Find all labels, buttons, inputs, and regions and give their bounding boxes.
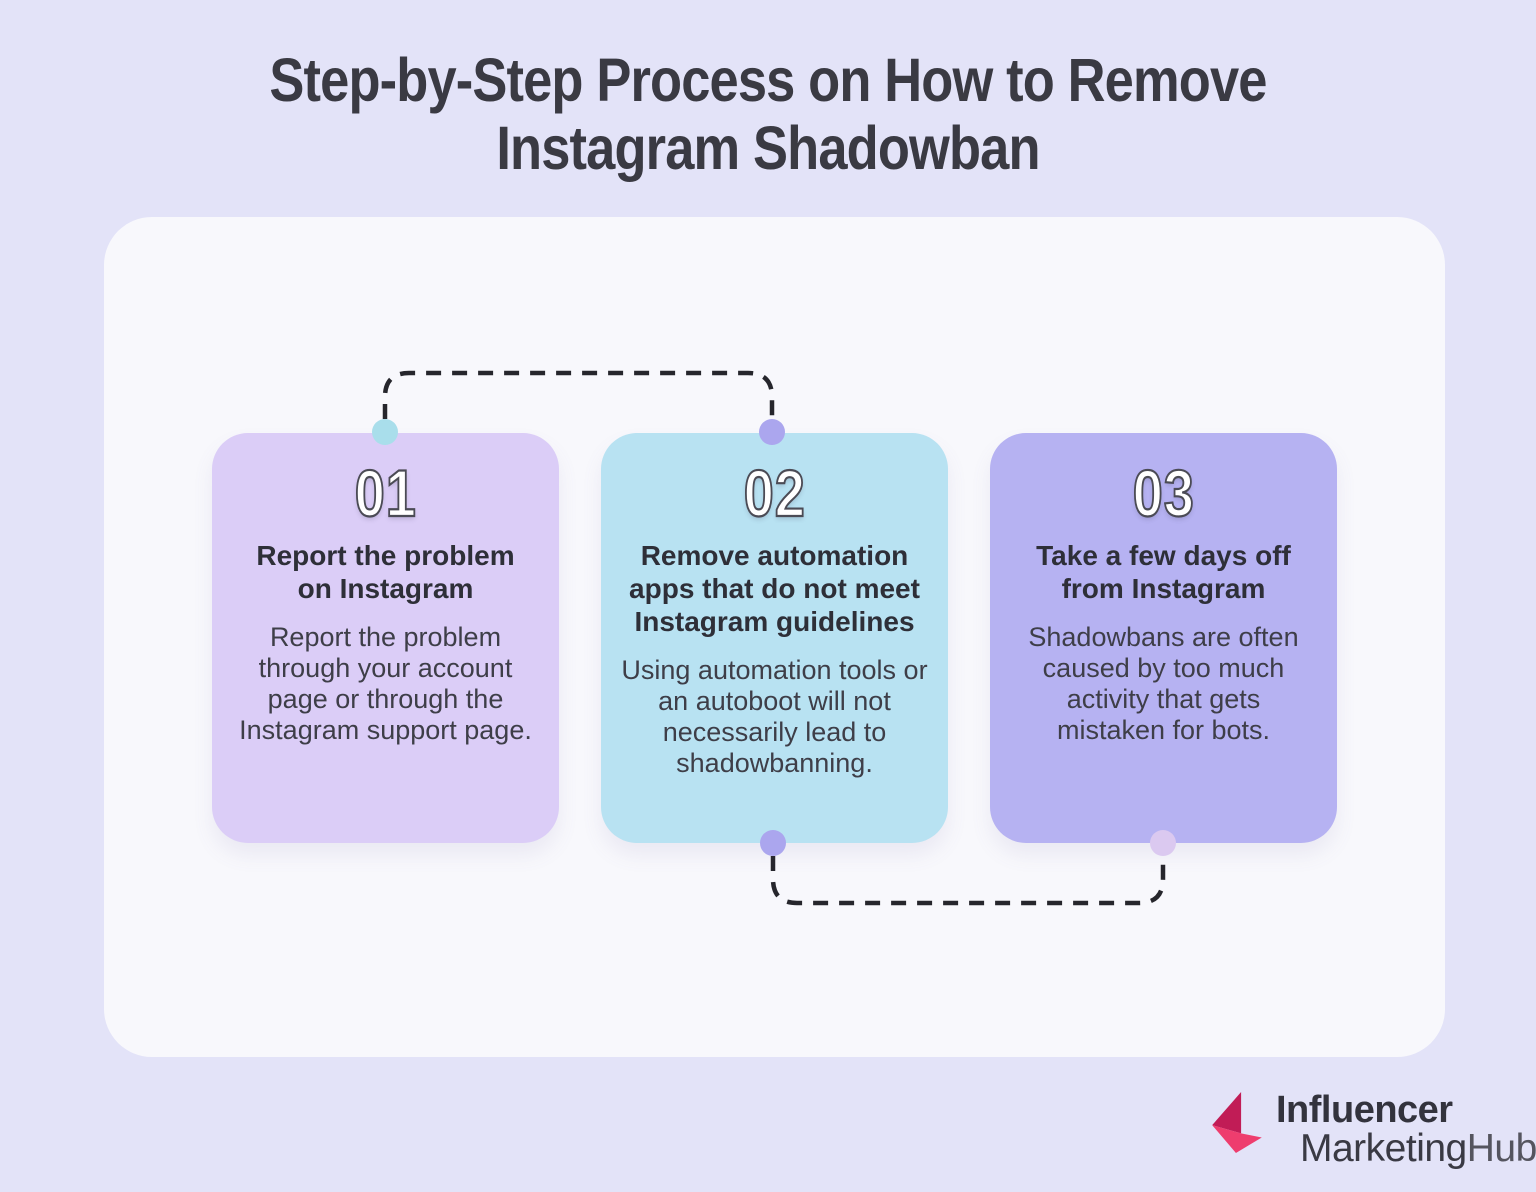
step-heading-3-line-2: from Instagram (1061, 573, 1266, 604)
step-card-1: 01 Report the problem on Instagram Repor… (212, 433, 559, 843)
step-number-3: 03 (1132, 456, 1195, 530)
step-number-1: 01 (354, 456, 417, 530)
connector-dot-step3-bottom-icon (1150, 830, 1176, 856)
step-heading-1-line-2: on Instagram (297, 573, 474, 604)
logo-arrow-icon (1212, 1092, 1262, 1153)
connector-dot-step1-top-icon (372, 419, 398, 445)
page-title-line-1: Step-by-Step Process on How to Remove (269, 46, 1267, 114)
connector-dot-step2-bottom-icon (760, 830, 786, 856)
logo-text-marketing: Marketing (1300, 1127, 1467, 1170)
step-heading-3: Take a few days off from Instagram (1004, 539, 1323, 605)
logo-text-marketinghub: MarketingHub (1300, 1128, 1536, 1169)
step-number-2: 02 (743, 456, 806, 530)
step-heading-3-line-1: Take a few days off (1036, 540, 1291, 571)
step-card-2: 02 Remove automation apps that do not me… (601, 433, 948, 843)
step-body-3: Shadowbans are often caused by too much … (1028, 622, 1299, 745)
step-heading-2-line-1: Remove automation (640, 540, 909, 571)
step-heading-2-line-2: apps that do not meet (629, 573, 920, 604)
page-title: Step-by-Step Process on How to Remove In… (0, 46, 1536, 182)
connector-dot-step2-top-icon (759, 419, 785, 445)
influencer-marketinghub-logo: Influencer MarketingHub (1212, 1088, 1536, 1178)
step-body-2: Using automation tools or an autoboot wi… (621, 655, 928, 778)
step-card-3: 03 Take a few days off from Instagram Sh… (990, 433, 1337, 843)
logo-text-influencer: Influencer (1276, 1089, 1453, 1131)
step-heading-2-line-3: Instagram guidelines (634, 606, 915, 637)
step-body-1: Report the problem through your account … (239, 622, 532, 745)
logo-text-hub: Hub (1466, 1127, 1536, 1170)
step-heading-1: Report the problem on Instagram (226, 539, 545, 605)
page-title-line-2: Instagram Shadowban (496, 114, 1040, 182)
step-heading-2: Remove automation apps that do not meet … (615, 539, 934, 638)
step-heading-1-line-1: Report the problem (256, 540, 515, 571)
